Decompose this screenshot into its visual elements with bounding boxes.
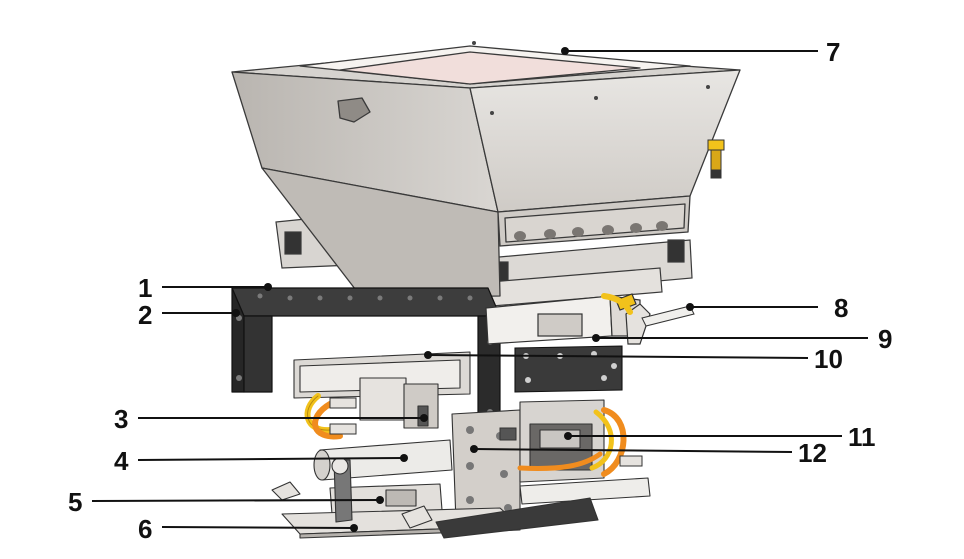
callout-1: 1 <box>138 273 152 303</box>
leader-line-4 <box>137 457 405 461</box>
leader-dots <box>232 47 694 532</box>
callout-9: 9 <box>878 324 892 354</box>
callout-7: 7 <box>826 37 840 67</box>
callout-8: 8 <box>834 293 848 323</box>
callout-10: 10 <box>814 344 843 374</box>
callout-labels: 7 1 2 8 9 10 3 11 12 4 5 6 <box>68 37 892 544</box>
callout-11: 11 <box>848 422 876 452</box>
hose-fittings <box>329 397 643 467</box>
pneumatic-pipe <box>641 305 695 327</box>
callout-6: 6 <box>138 514 152 544</box>
hopper-sensor <box>707 139 725 179</box>
feeder-block <box>485 293 651 345</box>
leader-line-6 <box>161 526 355 529</box>
hopper <box>231 41 741 299</box>
leader-lines <box>91 50 868 529</box>
callout-3: 3 <box>114 404 128 434</box>
callout-4: 4 <box>114 446 129 476</box>
callout-2: 2 <box>138 300 152 330</box>
callout-12: 12 <box>798 438 827 468</box>
pneumatic-hoses <box>304 293 633 477</box>
leader-line-12 <box>473 448 793 453</box>
mounting-plate <box>514 345 623 393</box>
leader-line-10 <box>427 354 809 359</box>
leader-line-5 <box>91 499 381 502</box>
callout-5: 5 <box>68 487 82 517</box>
